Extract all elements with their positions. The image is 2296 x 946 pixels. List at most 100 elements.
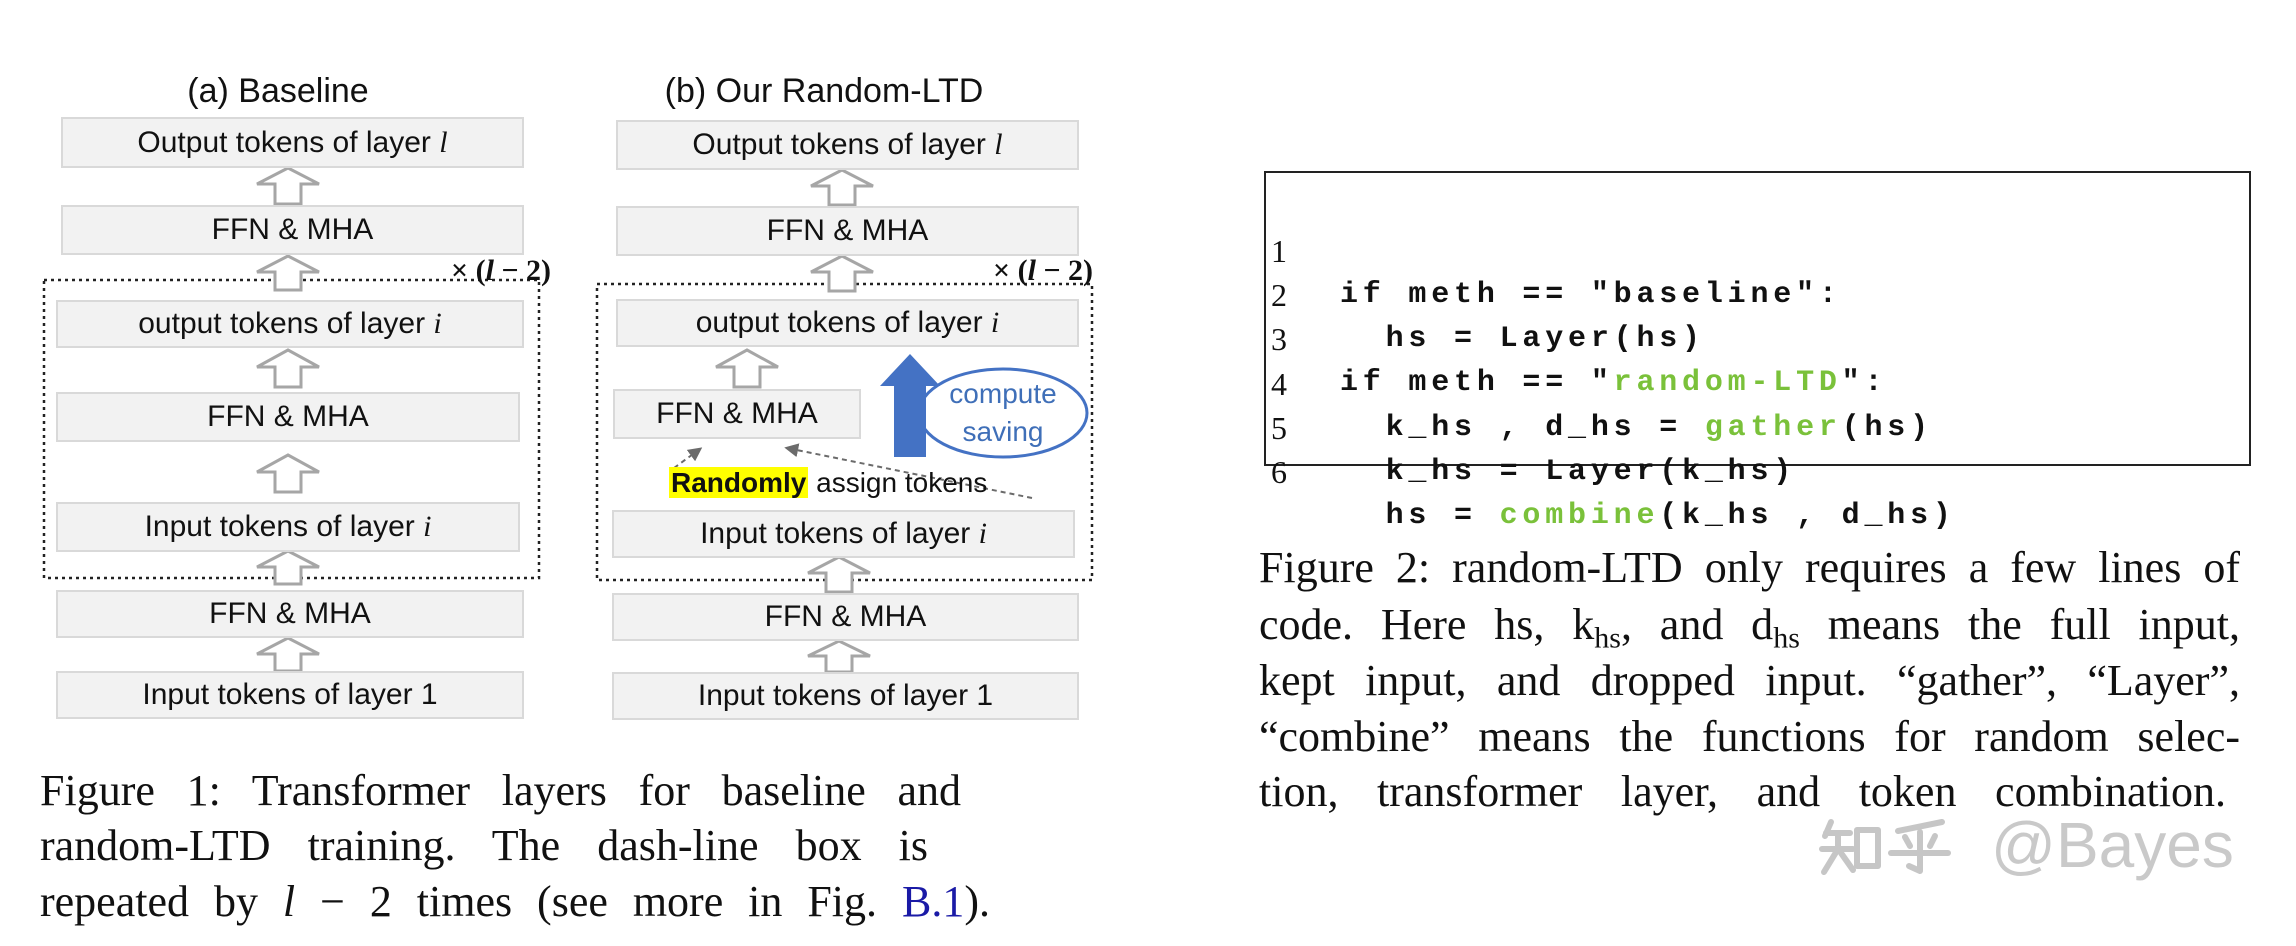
figure-b1-link[interactable]: B.1 bbox=[901, 877, 965, 926]
box-label: FFN & MHA bbox=[209, 597, 371, 630]
code-text: k_hs = Layer(k_hs) bbox=[1340, 450, 1796, 494]
baseline-output-last-layer-box: Output tokens of layer l bbox=[61, 117, 524, 168]
box-label: FFN & MHA bbox=[207, 400, 369, 433]
randomly-highlight: Randomly bbox=[669, 467, 809, 498]
code-text: if meth == "random-LTD": bbox=[1340, 361, 1887, 405]
baseline-input-layer-i-box: Input tokens of layer i bbox=[56, 502, 520, 552]
box-label: FFN & MHA bbox=[764, 600, 927, 633]
code-line-number: 3 bbox=[1271, 321, 1287, 357]
box-label: Output tokens of layer l bbox=[137, 126, 447, 160]
layer-variable: i bbox=[990, 306, 1000, 339]
code-token-highlight: combine bbox=[1499, 499, 1660, 533]
up-arrow-icon bbox=[256, 453, 320, 494]
box-label: output tokens of layer i bbox=[138, 307, 442, 341]
box-label: Input tokens of layer 1 bbox=[697, 679, 994, 712]
random-ltd-repeat-count-label: × (l − 2) bbox=[993, 252, 1093, 290]
figure1-caption-line2: random-LTD training. The dash-line box i… bbox=[40, 821, 928, 870]
repeat-variable: l bbox=[1027, 254, 1036, 287]
caption-text: repeated by bbox=[40, 877, 283, 926]
caption-subscript: hs bbox=[1594, 621, 1621, 653]
assign-tokens-text: assign tokens bbox=[808, 467, 988, 498]
figure2-caption-line4: “combine” means the functions for random… bbox=[1259, 712, 2240, 761]
code-token: hs = Layer(hs) bbox=[1340, 322, 1705, 356]
up-arrow-icon bbox=[256, 348, 320, 389]
up-arrow-icon bbox=[256, 254, 320, 292]
random-ltd-output-last-layer-box: Output tokens of layer l bbox=[616, 120, 1079, 170]
box-label: Input tokens of layer 1 bbox=[142, 678, 438, 711]
layer-variable: i bbox=[423, 510, 432, 543]
up-arrow-icon bbox=[256, 549, 320, 586]
code-token-highlight: gather bbox=[1704, 411, 1842, 445]
code-text: hs = combine(k_hs , d_hs) bbox=[1340, 494, 1956, 538]
box-label-text: Input tokens of layer bbox=[700, 517, 979, 550]
layer-variable: i bbox=[433, 307, 442, 340]
baseline-output-layer-i-box: output tokens of layer i bbox=[56, 300, 524, 348]
random-ltd-input-layer-i-box: Input tokens of layer i bbox=[612, 510, 1075, 558]
code-token: if meth == "baseline": bbox=[1340, 278, 1842, 312]
up-arrow-icon bbox=[810, 168, 874, 207]
up-arrow-icon bbox=[256, 166, 320, 206]
figure2-caption-line5: tion, transformer layer, and token combi… bbox=[1259, 767, 2226, 816]
layer-variable: l bbox=[439, 125, 448, 159]
code-token: k_hs = Layer(k_hs) bbox=[1340, 455, 1797, 489]
random-assign-annotation: Randomly assign tokens bbox=[669, 464, 987, 502]
up-arrow-icon bbox=[256, 636, 320, 673]
code-line-number: 4 bbox=[1271, 366, 1287, 402]
code-token: if meth == " bbox=[1340, 366, 1614, 400]
layer-variable: i bbox=[978, 517, 987, 550]
watermark-handle: @Bayes bbox=[1991, 809, 2234, 881]
random-ltd-ffn-mha-mid-box: FFN & MHA bbox=[613, 389, 861, 439]
baseline-ffn-mha-top-box: FFN & MHA bbox=[61, 205, 524, 255]
code-text: k_hs , d_hs = gather(hs) bbox=[1340, 406, 1933, 450]
repeat-variable: l bbox=[485, 254, 494, 287]
up-arrow-icon bbox=[807, 639, 871, 674]
compute-saving-label-line2: saving bbox=[962, 416, 1044, 447]
code-line-number: 6 bbox=[1271, 454, 1287, 490]
compute-saving-arrow-icon bbox=[880, 354, 940, 457]
box-label-text: Input tokens of layer bbox=[144, 510, 424, 543]
random-ltd-ffn-mha-bottom-box: FFN & MHA bbox=[612, 593, 1079, 641]
code-line-number: 5 bbox=[1271, 410, 1287, 446]
random-assign-dashed-arrow bbox=[784, 443, 1033, 499]
code-line-4: 4 k_hs , d_hs = gather(hs) bbox=[1266, 318, 1928, 445]
caption-text: − 2 times (see more in Fig. bbox=[295, 877, 902, 926]
code-token: ": bbox=[1841, 366, 1888, 400]
code-token: hs = bbox=[1340, 499, 1500, 533]
code-line-number: 1 bbox=[1271, 233, 1287, 269]
caption-subscript: hs bbox=[1773, 621, 1800, 653]
up-arrow-icon bbox=[715, 348, 779, 389]
random-ltd-ffn-mha-top-box: FFN & MHA bbox=[616, 206, 1079, 256]
code-line-5: 5 k_hs = Layer(k_hs) bbox=[1266, 362, 1791, 489]
random-ltd-input-layer-1-box: Input tokens of layer 1 bbox=[612, 672, 1079, 720]
box-label-text: output tokens of layer bbox=[695, 306, 991, 339]
code-line-2: 2 hs = Layer(hs) bbox=[1266, 229, 1700, 356]
code-line-3: 3 if meth == "random-LTD": bbox=[1266, 273, 1883, 400]
box-label: FFN & MHA bbox=[766, 214, 929, 247]
code-listing-box: 1 if meth == "baseline": 2 hs = Layer(hs… bbox=[1264, 171, 2251, 533]
box-label-text: output tokens of layer bbox=[138, 307, 434, 340]
code-text: hs = Layer(hs) bbox=[1340, 317, 1705, 361]
code-token-highlight: random-LTD bbox=[1613, 366, 1842, 400]
repeat-prefix: × ( bbox=[993, 254, 1028, 287]
figure2-caption-line1: Figure 2: random-LTD only requires a few… bbox=[1259, 543, 2240, 592]
box-label: output tokens of layer i bbox=[696, 306, 1000, 340]
figure2-caption-line2: code. Here hs, khs, and dhs means the fu… bbox=[1259, 597, 2240, 653]
box-label: FFN & MHA bbox=[656, 397, 818, 430]
box-label-text: Output tokens of layer bbox=[692, 128, 995, 161]
up-arrow-icon bbox=[807, 555, 871, 594]
code-line-6: 6 hs = combine(k_hs , d_hs) bbox=[1266, 406, 1951, 533]
caption-text: code. Here hs, k bbox=[1259, 600, 1595, 649]
watermark-brand-logo bbox=[1819, 819, 1951, 875]
baseline-input-layer-1-box: Input tokens of layer 1 bbox=[56, 671, 524, 719]
box-label: Input tokens of layer i bbox=[145, 510, 432, 544]
repeat-prefix: × ( bbox=[451, 254, 486, 287]
baseline-ffn-mha-mid-box: FFN & MHA bbox=[56, 392, 520, 442]
code-token: (k_hs , d_hs) bbox=[1659, 499, 1956, 533]
caption-text: ). bbox=[964, 877, 990, 926]
random-ltd-output-layer-i-box: output tokens of layer i bbox=[616, 299, 1079, 347]
figure2-caption-line3: kept input, and dropped input. “gather”,… bbox=[1259, 656, 2240, 705]
repeat-suffix: − 2) bbox=[1035, 254, 1094, 287]
code-line-number: 2 bbox=[1271, 277, 1287, 313]
up-arrow-icon bbox=[810, 254, 874, 293]
